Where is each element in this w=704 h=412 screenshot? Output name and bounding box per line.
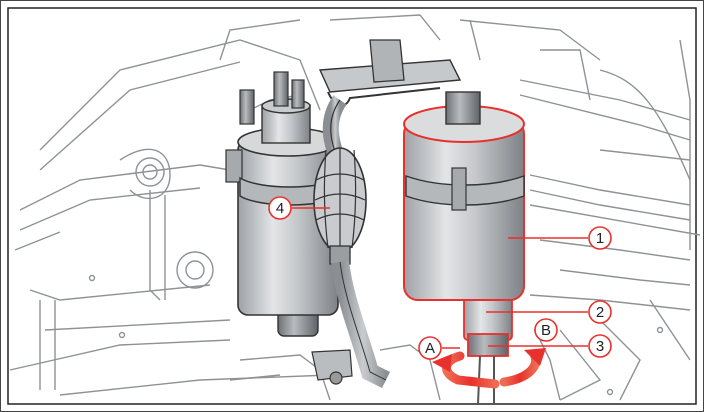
callout-4: 4 xyxy=(268,196,292,220)
callout-a-label: A xyxy=(425,340,435,357)
callout-2: 2 xyxy=(588,300,612,324)
callout-b-label: B xyxy=(541,322,551,339)
callout-a: A xyxy=(418,336,442,360)
engine-bay-lineart xyxy=(9,14,701,401)
callout-3-label: 3 xyxy=(596,338,604,355)
top-bracket xyxy=(318,39,462,107)
callout-b: B xyxy=(534,318,558,342)
inner-frame xyxy=(7,7,697,405)
callout-2-label: 2 xyxy=(596,304,604,321)
callout-1: 1 xyxy=(588,226,612,250)
callout-1-label: 1 xyxy=(596,230,604,247)
callout-3: 3 xyxy=(588,334,612,358)
right-fuel-filter xyxy=(403,91,525,405)
rotation-arrows xyxy=(432,348,546,389)
callout-4-label: 4 xyxy=(276,200,284,217)
primer-bulb xyxy=(311,95,391,389)
